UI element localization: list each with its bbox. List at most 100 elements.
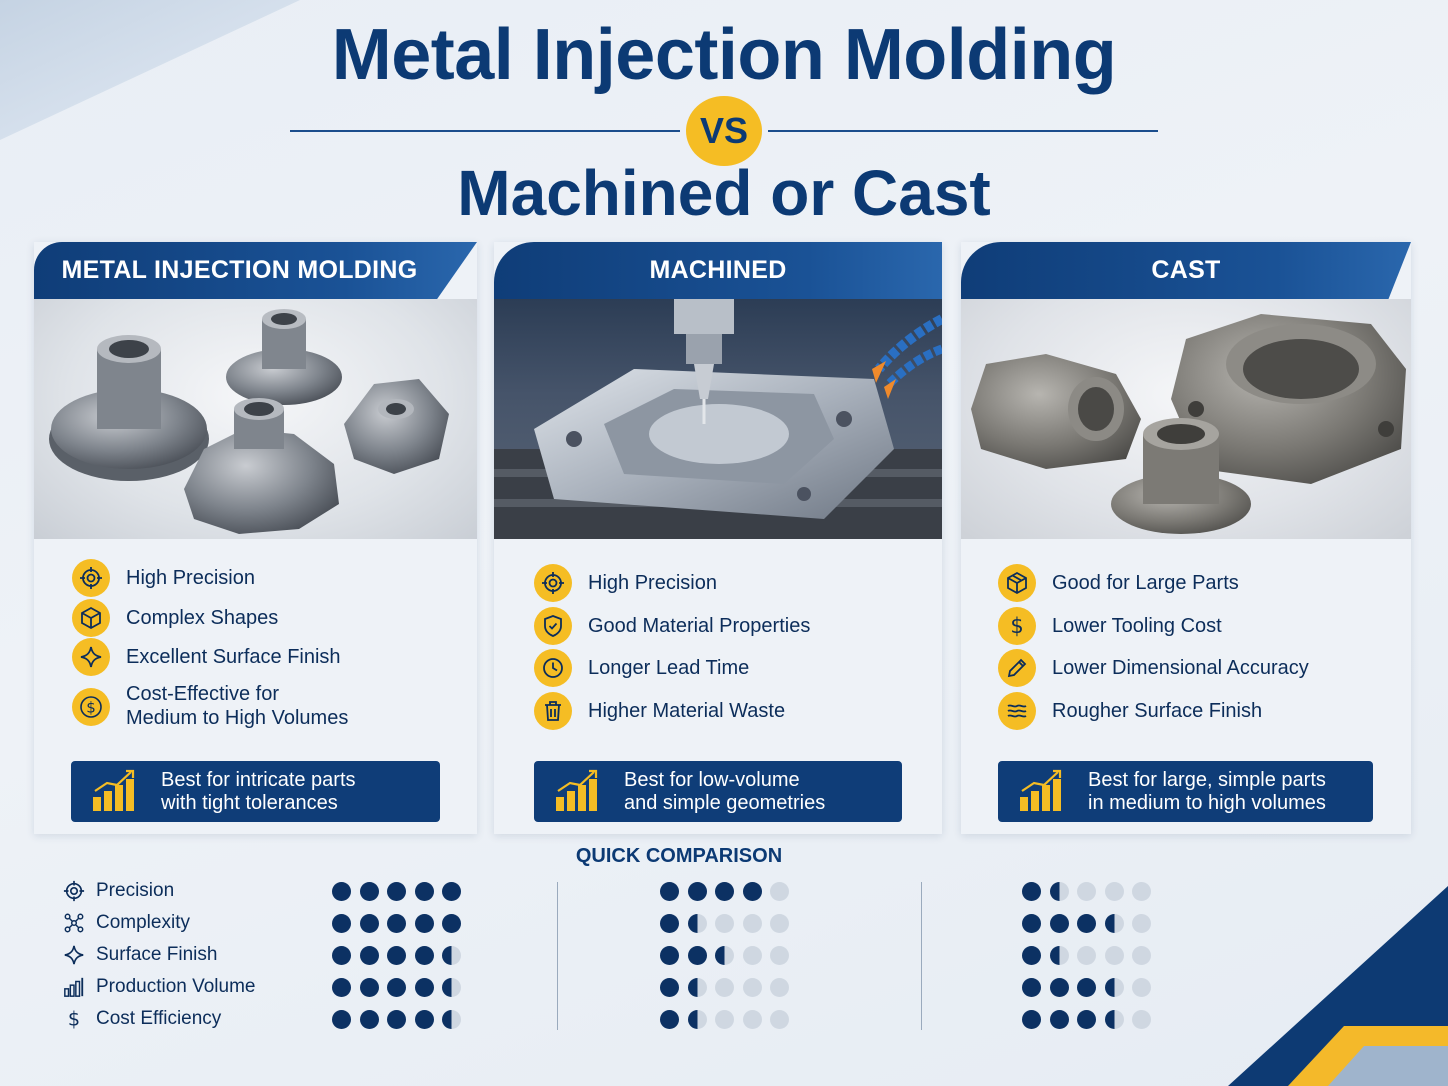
svg-text:$: $	[86, 699, 96, 717]
network-icon	[62, 911, 86, 935]
rating-dot	[742, 882, 762, 901]
rating-dot	[1049, 946, 1069, 965]
rating-dot	[1022, 882, 1041, 901]
rating-dot	[332, 1010, 351, 1029]
feature-item: High Precision	[534, 564, 717, 602]
rating-dot	[442, 1010, 461, 1029]
rating-dot	[687, 914, 707, 933]
feature-item: Good for Large Parts	[998, 564, 1239, 602]
best-for-text: Best for intricate parts with tight tole…	[161, 768, 356, 814]
rating-dot	[332, 914, 351, 933]
rating-dot	[742, 914, 762, 933]
rating-dot	[1077, 1010, 1096, 1029]
cast-parts-illustration	[971, 314, 1406, 534]
rating-dot	[414, 978, 434, 997]
rating-dot	[1049, 914, 1069, 933]
target-icon	[72, 559, 110, 597]
rating-dot	[1132, 1010, 1151, 1029]
rating-dot	[660, 978, 679, 997]
rating-dot	[387, 882, 406, 901]
rating-dot	[687, 1010, 707, 1029]
rating-cast	[1022, 914, 1160, 934]
card-title: MACHINED	[649, 256, 787, 284]
rating-mim	[332, 978, 470, 998]
rating-dot	[660, 914, 679, 933]
rating-dot	[1077, 946, 1096, 965]
card-header: MACHINED	[494, 242, 942, 299]
rating-dot	[770, 882, 789, 901]
rating-dot	[660, 1010, 679, 1029]
rating-dot	[387, 1010, 406, 1029]
target-icon	[62, 879, 86, 903]
feature-text: High Precision	[126, 567, 255, 589]
growth-chart-icon	[1018, 761, 1080, 822]
feature-item: Higher Material Waste	[534, 692, 785, 730]
rating-dot	[359, 1010, 379, 1029]
rating-dot	[660, 946, 679, 965]
feature-text: Complex Shapes	[126, 607, 279, 629]
rating-dot	[414, 1010, 434, 1029]
feature-text: Good for Large Parts	[1052, 572, 1239, 594]
rating-dot	[442, 946, 461, 965]
rating-dot	[1049, 978, 1069, 997]
rating-dot	[770, 946, 789, 965]
best-for-banner: Best for large, simple parts in medium t…	[998, 761, 1373, 822]
rating-dot	[414, 946, 434, 965]
card-metal-injection-molding: METAL INJECTION MOLDING	[34, 242, 477, 834]
rating-mim	[332, 1010, 470, 1030]
feature-text: High Precision	[588, 572, 717, 594]
rating-dot	[442, 914, 461, 933]
criterion-row-complexity: Complexity	[62, 910, 190, 936]
rating-dot	[715, 978, 734, 997]
bar-chart-icon	[62, 975, 86, 999]
feature-item: Longer Lead Time	[534, 649, 749, 687]
shield-icon	[534, 607, 572, 645]
criterion-label: Production Volume	[96, 976, 256, 997]
mim-parts-photo	[34, 299, 477, 539]
vs-divider: VS	[290, 96, 1158, 166]
feature-item: Rougher Surface Finish	[998, 692, 1262, 730]
criterion-row-production-volume: Production Volume	[62, 974, 256, 1000]
waves-icon	[998, 692, 1036, 730]
rating-cast	[1022, 882, 1160, 902]
rating-dot	[715, 914, 734, 933]
rating-dot	[1022, 1010, 1041, 1029]
rating-dot	[332, 882, 351, 901]
rating-machined	[660, 978, 798, 998]
criterion-label: Surface Finish	[96, 944, 218, 965]
best-for-banner: Best for intricate parts with tight tole…	[71, 761, 440, 822]
rating-dot	[359, 978, 379, 997]
rating-dot	[332, 946, 351, 965]
feature-item: $ Cost-Effective for Medium to High Volu…	[72, 683, 348, 730]
rating-dot	[387, 978, 406, 997]
feature-item: Good Material Properties	[534, 607, 810, 645]
rating-machined	[660, 914, 798, 934]
best-for-text: Best for large, simple parts in medium t…	[1088, 768, 1326, 814]
rating-cast	[1022, 946, 1160, 966]
sparkle-icon	[72, 638, 110, 676]
rating-dot	[1104, 978, 1124, 997]
rating-dot	[359, 946, 379, 965]
cube-icon	[72, 599, 110, 637]
vs-badge: VS	[686, 96, 762, 166]
criterion-label: Cost Efficiency	[96, 1008, 222, 1029]
svg-text:$: $	[68, 1008, 80, 1030]
rating-dot	[1132, 978, 1151, 997]
criterion-label: Precision	[96, 880, 175, 901]
feature-item: Complex Shapes	[72, 599, 278, 637]
rating-dot	[1049, 1010, 1069, 1029]
rating-dot	[442, 882, 461, 901]
card-title: CAST	[1151, 256, 1221, 284]
page-subtitle: Machined or Cast	[457, 157, 991, 229]
rating-machined	[660, 1010, 798, 1030]
rating-cast	[1022, 1010, 1160, 1030]
feature-text: Good Material Properties	[588, 615, 811, 637]
svg-text:$: $	[1010, 614, 1023, 638]
criterion-label: Complexity	[96, 912, 190, 933]
feature-item: $ Lower Tooling Cost	[998, 607, 1222, 645]
cast-parts-photo	[961, 299, 1411, 539]
rating-dot	[1077, 914, 1096, 933]
rating-mim	[332, 882, 470, 902]
feature-text: Excellent Surface Finish	[126, 646, 341, 668]
rating-dot	[770, 1010, 789, 1029]
